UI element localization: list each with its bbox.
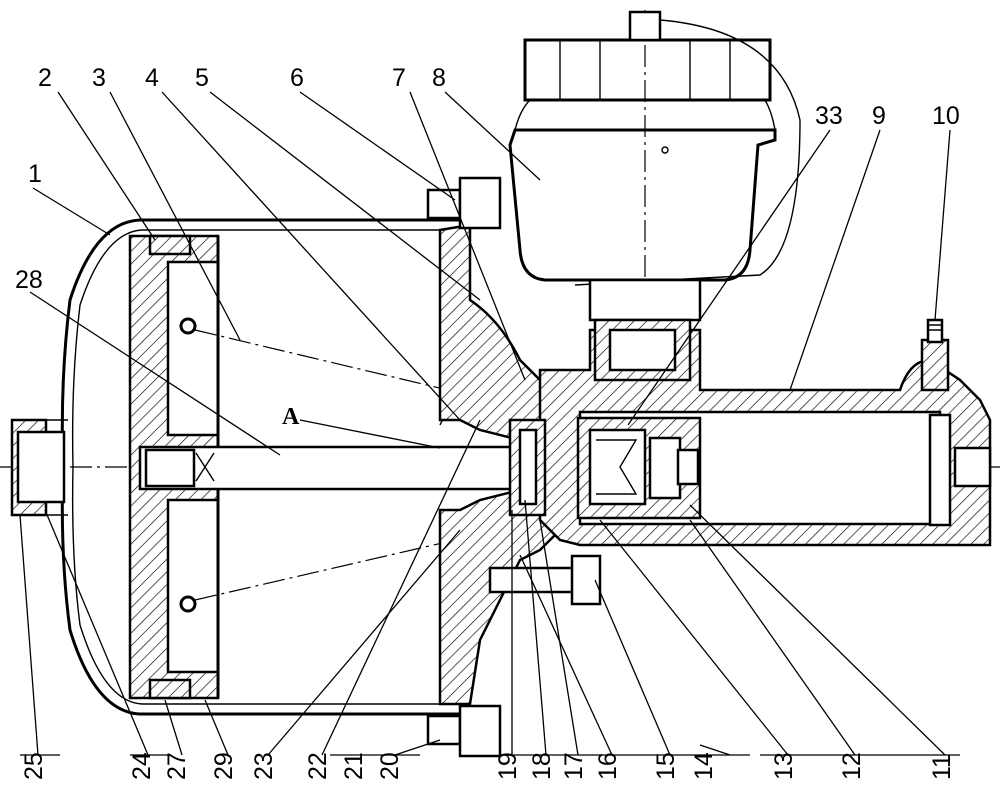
part-label-9: 9 <box>872 102 886 130</box>
part-label-23: 23 <box>250 752 278 780</box>
master-cylinder <box>510 330 990 545</box>
fluid-reservoir <box>510 12 800 380</box>
part-label-13: 13 <box>770 752 798 780</box>
left-end-fitting <box>12 420 68 515</box>
part-label-8: 8 <box>432 64 446 92</box>
part-label-4: 4 <box>145 64 159 92</box>
part-label-2: 2 <box>38 64 52 92</box>
part-label-28: 28 <box>15 266 43 294</box>
part-label-33: 33 <box>815 102 843 130</box>
part-label-25: 25 <box>20 752 48 780</box>
part-label-15: 15 <box>652 752 680 780</box>
bleeder-valve <box>922 320 948 390</box>
part-label-17: 17 <box>560 752 588 780</box>
part-label-18: 18 <box>528 752 556 780</box>
detail-label-a: A <box>282 404 300 430</box>
part-label-6: 6 <box>290 64 304 92</box>
push-rod <box>140 447 571 489</box>
part-label-3: 3 <box>92 64 106 92</box>
part-label-29: 29 <box>210 752 238 780</box>
part-label-11: 11 <box>928 754 956 780</box>
part-label-10: 10 <box>932 102 960 130</box>
part-label-27: 27 <box>163 752 191 780</box>
part-label-22: 22 <box>304 752 332 780</box>
part-label-5: 5 <box>195 64 209 92</box>
part-label-16: 16 <box>594 752 622 780</box>
part-label-12: 12 <box>838 752 866 780</box>
part-label-20: 20 <box>376 752 404 780</box>
part-label-21: 21 <box>340 752 368 780</box>
part-label-19: 19 <box>494 752 522 780</box>
part-label-7: 7 <box>392 64 406 92</box>
part-label-1: 1 <box>28 160 42 188</box>
part-label-24: 24 <box>128 752 156 780</box>
part-label-14: 14 <box>690 752 718 780</box>
